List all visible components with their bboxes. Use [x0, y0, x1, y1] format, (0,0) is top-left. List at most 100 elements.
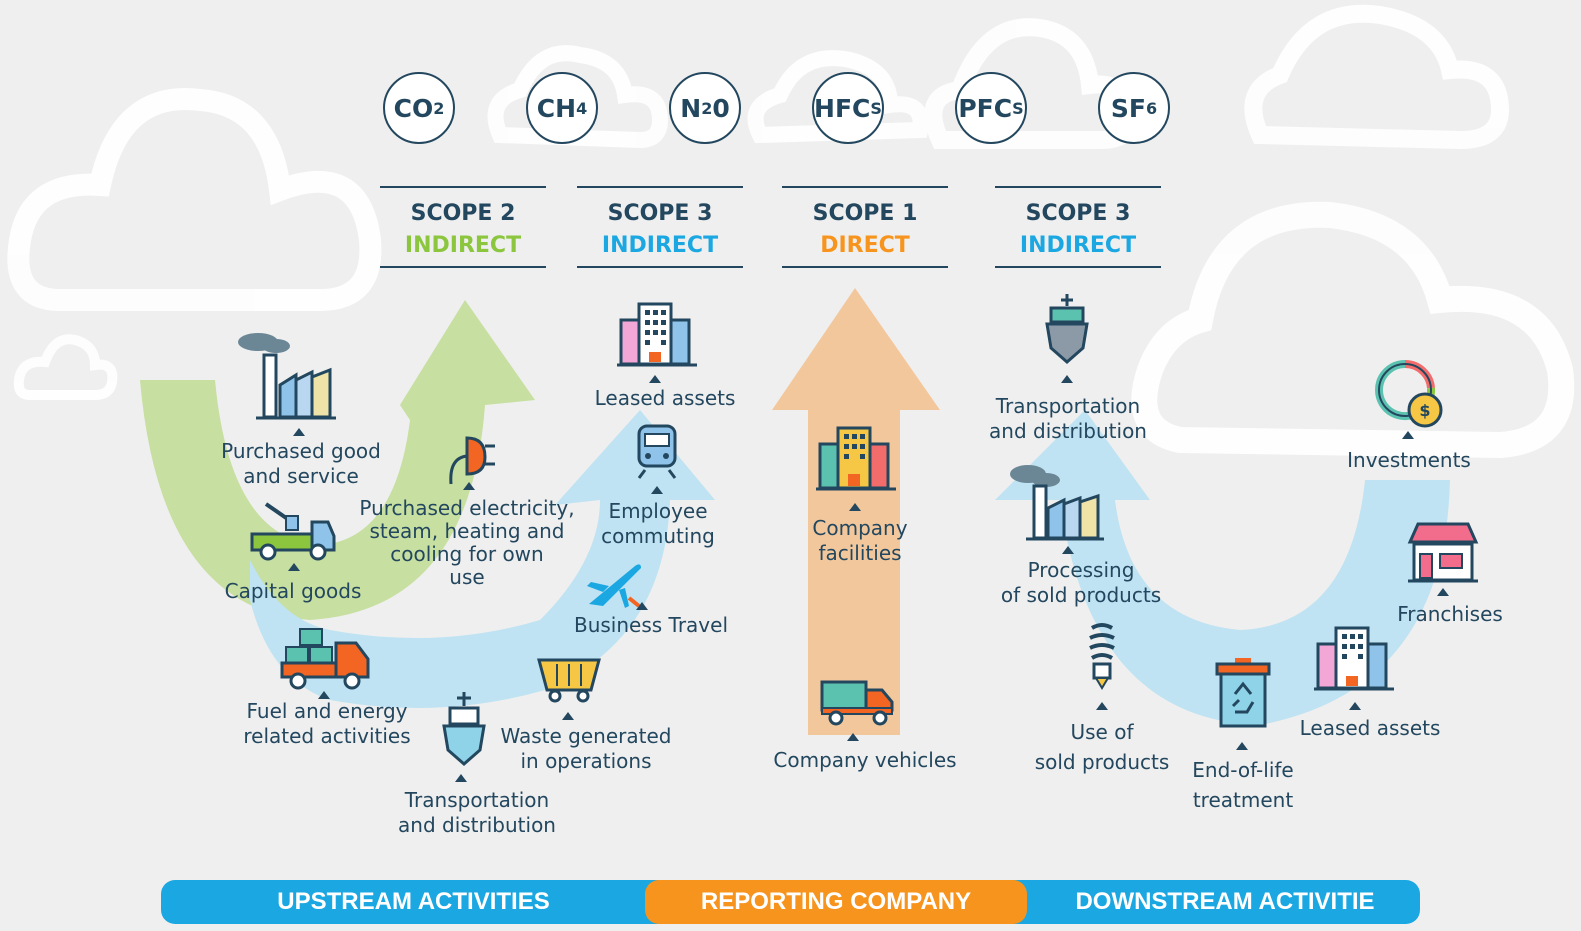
processing-label: Processing of sold products [1001, 558, 1161, 608]
cloud-decorations [7, 4, 1575, 459]
pointer-triangle [288, 563, 300, 571]
leased-assets-upstream-label: Leased assets [595, 386, 736, 411]
cloud-top-mid [487, 45, 669, 149]
upstream-arrow [250, 410, 715, 708]
label-line: use [449, 565, 485, 589]
factory-down-icon [1010, 465, 1104, 541]
label-line: Transportation [995, 394, 1141, 418]
label-line: related activities [243, 724, 411, 748]
label-line: and service [243, 464, 359, 488]
gas-subscript: 2 [433, 98, 445, 118]
purchased-electricity-label: Purchased electricity, steam, heating an… [359, 497, 574, 589]
label-line: and distribution [989, 419, 1147, 443]
cloud-top-mid2 [747, 50, 929, 144]
label-line: sold products [1034, 750, 1170, 774]
pointer-triangle [1061, 375, 1073, 383]
pointer-triangle [1402, 431, 1414, 439]
scope-subtitle: INDIRECT [1019, 233, 1137, 258]
scope3-downstream-header: SCOPE 3 INDIRECT [995, 186, 1161, 268]
pointer-triangle [1349, 702, 1361, 710]
pointer-triangle [463, 482, 475, 490]
scope3-upstream-header: SCOPE 3 INDIRECT [577, 186, 743, 268]
fuel-energy-label: Fuel and energy related activities [243, 699, 410, 749]
label-line: of sold products [1000, 583, 1162, 607]
pointer-triangle [293, 428, 305, 436]
employee-commuting-label: Employee commuting [601, 499, 715, 549]
label-line: Transportation [404, 788, 550, 812]
scope-title: SCOPE 1 [812, 201, 918, 226]
scope-title: SCOPE 2 [410, 201, 516, 226]
train-icon [637, 424, 677, 479]
ship-icon [442, 692, 486, 766]
gas-label: SF [1110, 93, 1146, 123]
gas-subscript: 6 [1145, 98, 1158, 118]
label-line: treatment [1192, 788, 1294, 812]
label-line: Company [812, 516, 908, 540]
label-line: End-of-life [1192, 758, 1294, 782]
label-line: Waste generated [500, 724, 672, 748]
company-buildings-icon [816, 426, 896, 491]
label-line: Purchased good [221, 439, 381, 463]
end-of-life-label: End-of-life treatment [1192, 755, 1293, 815]
gas-subscript: S [1012, 98, 1024, 118]
scope2-arrow [140, 300, 535, 620]
scope-subtitle: DIRECT [820, 233, 910, 258]
label-line: Use of [1070, 720, 1134, 744]
waste-label: Waste generated in operations [501, 724, 672, 774]
pointer-triangle [636, 602, 648, 610]
pointer-triangle [1236, 742, 1248, 750]
factory-icon [238, 333, 336, 420]
label-line: Franchises [1397, 602, 1503, 626]
label-line: Fuel and energy [246, 699, 408, 723]
investments-label: Investments [1347, 448, 1471, 473]
pointer-triangle [562, 712, 574, 720]
leased-assets-downstream-label: Leased assets [1300, 716, 1441, 741]
gas-label: N [680, 93, 702, 123]
gas-label: CH [536, 93, 577, 123]
label-line: Employee [608, 499, 708, 523]
gas-label: CO [393, 93, 434, 123]
mine-cart-icon [537, 658, 601, 703]
gas-subscript: 2 [701, 98, 713, 118]
pointer-triangle [455, 774, 467, 782]
crane-truck-icon [250, 502, 336, 561]
pointer-triangle [1437, 588, 1449, 596]
label-line: Business Travel [573, 613, 729, 637]
ship-down-icon [1045, 294, 1089, 364]
scope-subtitle: INDIRECT [601, 233, 719, 258]
gas-label-tail: 0 [712, 93, 730, 123]
scope-subtitle: INDIRECT [404, 233, 522, 258]
purchased-goods-label: Purchased good and service [221, 439, 381, 489]
bar-label: DOWNSTREAM ACTIVITIE [1075, 888, 1375, 915]
gas-label: PFC [958, 93, 1013, 123]
label-line: Processing [1027, 558, 1135, 582]
label-line: commuting [601, 524, 715, 548]
cloud-far-right [1244, 4, 1510, 150]
transport-upstream-label: Transportation and distribution [398, 788, 556, 838]
storefront-icon [1407, 522, 1479, 583]
scope2-header: SCOPE 2 INDIRECT [380, 186, 546, 268]
company-facilities-label: Company facilities [812, 516, 907, 566]
label-line: Company vehicles [773, 748, 957, 772]
transport-downstream-label: Transportation and distribution [989, 394, 1147, 444]
label-line: and distribution [398, 813, 556, 837]
downstream-activities-bar: DOWNSTREAM ACTIVITIE [1010, 880, 1420, 924]
reporting-company-bar: REPORTING COMPANY [645, 880, 1027, 924]
scope1-arrow [772, 288, 940, 735]
plug-icon [449, 436, 495, 485]
recycle-bin-icon [1215, 658, 1271, 728]
label-line: Leased assets [1299, 716, 1441, 740]
label-line: steam, heating and [369, 519, 565, 543]
cargo-truck-icon [280, 628, 370, 690]
light-bulb-icon [1089, 623, 1115, 690]
label-line: Capital goods [224, 579, 362, 603]
pointer-triangle [849, 503, 861, 511]
label-line: in operations [520, 749, 652, 773]
scope-title: SCOPE 3 [607, 201, 713, 226]
label-line: Investments [1347, 448, 1471, 472]
label-line: Leased assets [594, 386, 736, 410]
franchises-label: Franchises [1397, 602, 1503, 627]
